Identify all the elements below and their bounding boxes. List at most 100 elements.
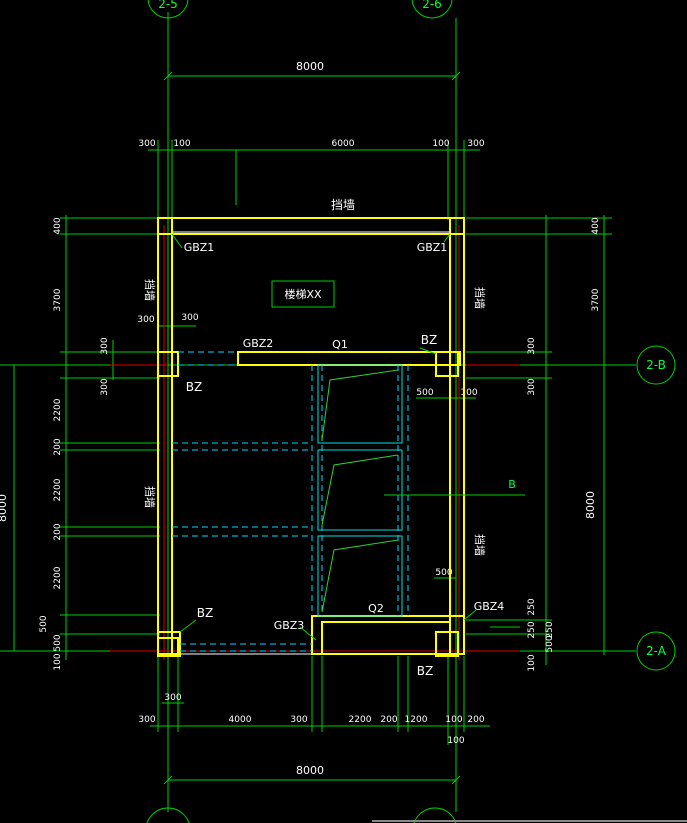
label-bz-bottom-left: BZ (197, 606, 213, 620)
svg-text:200: 200 (467, 715, 484, 725)
stair-label-box: 楼梯XX (271, 280, 335, 308)
svg-text:2-6: 2-6 (422, 0, 442, 11)
right-dimension-chain: 400 3700 300 300 250 250 100 250 500 (466, 215, 612, 672)
column-gbz1-right (449, 217, 465, 235)
svg-text:500: 500 (545, 635, 555, 652)
svg-text:300: 300 (138, 139, 155, 149)
svg-text:100: 100 (173, 139, 190, 149)
svg-text:2-A: 2-A (646, 644, 667, 658)
label-gbz2: GBZ2 (243, 337, 274, 350)
svg-text:300: 300 (527, 337, 537, 354)
label-retaining-right-top: 挡墙 (473, 287, 487, 309)
svg-text:500: 500 (53, 634, 63, 651)
left-dimension-overall: 8000 (0, 365, 15, 651)
svg-text:1200: 1200 (405, 715, 428, 725)
svg-text:2200: 2200 (53, 398, 63, 421)
svg-text:2-B: 2-B (646, 358, 666, 372)
left-dimension-secondary: 300 300 300 300 (100, 313, 199, 396)
svg-text:100: 100 (460, 388, 477, 398)
label-gbz3: GBZ3 (274, 619, 305, 632)
svg-text:4000: 4000 (229, 715, 252, 725)
svg-text:100: 100 (447, 736, 464, 746)
bottom-dimension-chain: 300 4000 300 2200 200 1200 100 200 100 3… (138, 656, 490, 746)
right-inner-dims: 500 100 500 (416, 388, 478, 579)
svg-text:100: 100 (445, 715, 462, 725)
label-retaining-left-bottom: 挡墙 (143, 486, 157, 508)
svg-text:8000: 8000 (584, 491, 597, 519)
label-bz-top-right: BZ (421, 333, 437, 347)
label-bz-bottom-right: BZ (417, 664, 433, 678)
svg-text:400: 400 (591, 217, 601, 234)
leader-bz-bottom-left (179, 619, 197, 633)
svg-text:2200: 2200 (53, 566, 63, 589)
svg-text:2200: 2200 (349, 715, 372, 725)
svg-text:300: 300 (100, 337, 110, 354)
label-retaining-top: 挡墙 (331, 198, 355, 212)
dashed-beams (172, 351, 409, 652)
svg-text:100: 100 (527, 654, 537, 671)
svg-text:100: 100 (53, 653, 63, 670)
svg-text:300: 300 (137, 315, 154, 325)
svg-text:200: 200 (53, 438, 63, 455)
label-q1: Q1 (332, 338, 348, 351)
axis-bubble-2-6: 2-6 (411, 0, 453, 19)
column-gbz1-left (157, 217, 173, 235)
svg-text:300: 300 (100, 378, 110, 395)
svg-text:200: 200 (380, 715, 397, 725)
svg-text:300: 300 (467, 139, 484, 149)
svg-text:300: 300 (164, 693, 181, 703)
column-bz-bottom-left (157, 631, 181, 657)
svg-text:3700: 3700 (591, 288, 601, 311)
svg-text:100: 100 (432, 139, 449, 149)
svg-text:2200: 2200 (53, 478, 63, 501)
svg-text:8000: 8000 (296, 764, 324, 777)
b-marker: B (384, 478, 525, 496)
label-gbz1-left: GBZ1 (184, 241, 215, 254)
label-bz-mid-left: BZ (186, 380, 202, 394)
axis-bubble-2-A: 2-A (636, 631, 676, 671)
left-dimension-chain: 400 3700 2200 200 2200 200 2200 500 500 … (39, 215, 160, 671)
svg-text:楼梯XX: 楼梯XX (284, 287, 322, 301)
svg-text:200: 200 (53, 523, 63, 540)
structural-walls (157, 217, 465, 655)
svg-text:250: 250 (545, 621, 555, 638)
label-q2: Q2 (368, 602, 384, 615)
leader-gbz3 (299, 626, 317, 641)
label-retaining-right-bottom: 挡墙 (473, 534, 487, 556)
leader-bz-top-right (419, 347, 437, 355)
svg-text:6000: 6000 (332, 139, 355, 149)
svg-text:3700: 3700 (53, 288, 63, 311)
svg-text:300: 300 (290, 715, 307, 725)
svg-text:500: 500 (416, 388, 433, 398)
label-gbz4: GBZ4 (474, 600, 505, 613)
axis-bubble-bottom-right (413, 807, 457, 823)
svg-text:250: 250 (527, 621, 537, 638)
svg-text:500: 500 (39, 615, 49, 632)
svg-text:500: 500 (435, 568, 452, 578)
svg-text:2-5: 2-5 (158, 0, 178, 11)
svg-text:8000: 8000 (296, 60, 324, 73)
column-bz-top-right (435, 351, 459, 377)
svg-text:300: 300 (138, 715, 155, 725)
bottom-dimension-overall: 8000 (163, 764, 461, 785)
axis-bubble-2-B: 2-B (636, 345, 676, 385)
column-bz-mid-left (157, 351, 179, 377)
right-dimension-overall: 8000 (584, 215, 605, 655)
top-dimension-chain: 300 100 6000 100 300 (138, 139, 485, 220)
label-gbz1-right: GBZ1 (417, 241, 448, 254)
label-retaining-left-top: 挡墙 (143, 279, 157, 301)
axis-bubble-bottom-left (146, 807, 190, 823)
top-dimension-overall: 8000 (163, 60, 461, 81)
svg-text:B: B (508, 478, 516, 491)
svg-text:300: 300 (181, 313, 198, 323)
svg-text:300: 300 (527, 378, 537, 395)
svg-text:400: 400 (53, 217, 63, 234)
leader-gbz1-right (443, 233, 451, 243)
outer-wall-outline (157, 217, 465, 655)
axis-bubble-2-5: 2-5 (147, 0, 189, 19)
leader-gbz4 (463, 609, 477, 621)
leader-gbz1-left (171, 233, 183, 249)
svg-text:250: 250 (527, 598, 537, 615)
svg-text:8000: 8000 (0, 494, 9, 522)
